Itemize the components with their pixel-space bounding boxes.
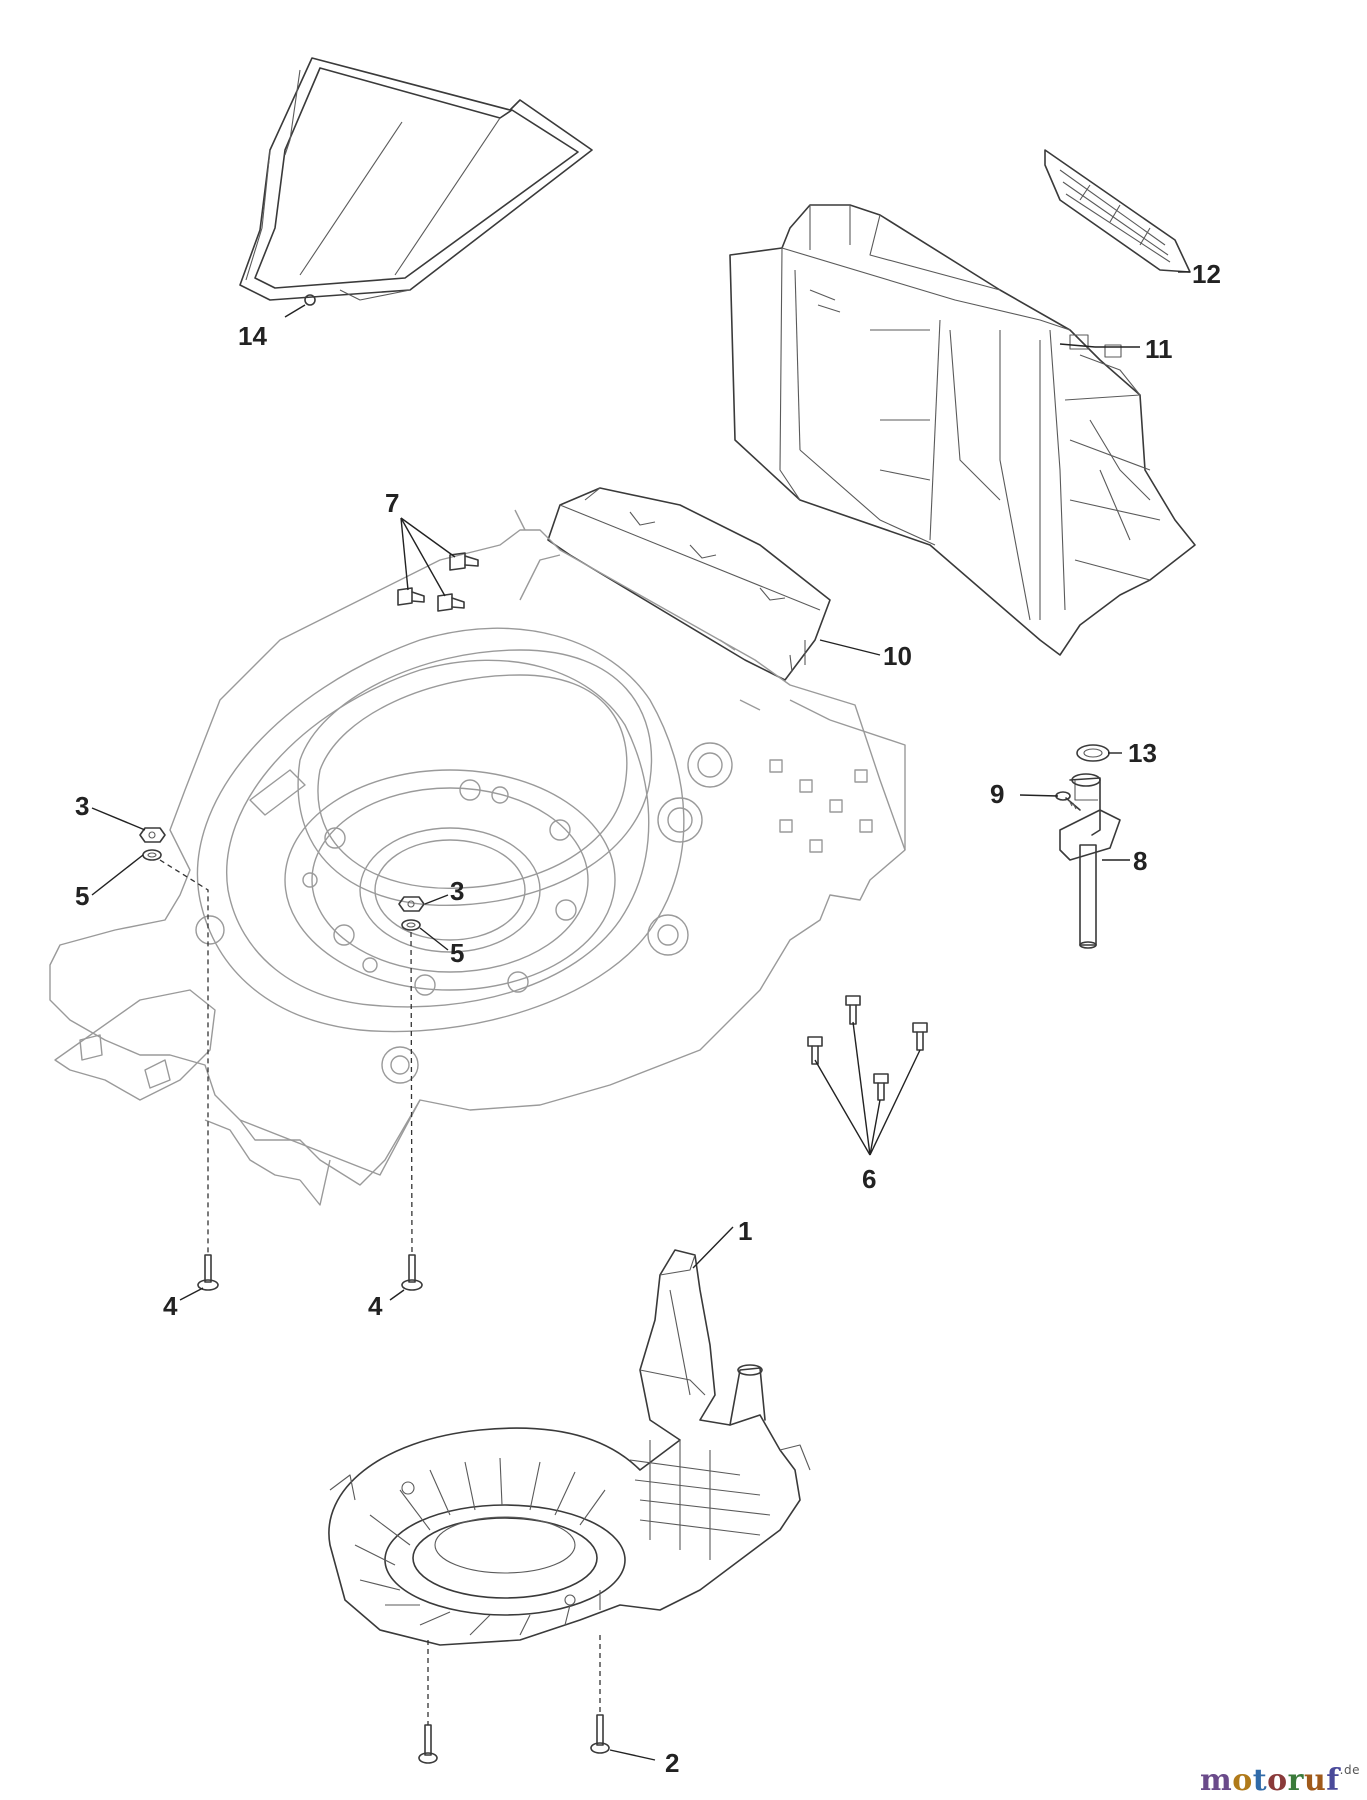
part-14-catcher-frame bbox=[239, 57, 593, 306]
part-5-washer-center bbox=[401, 919, 421, 931]
part-11-bag-frame bbox=[729, 204, 1196, 656]
callout-5-center: 5 bbox=[450, 938, 464, 968]
part-12-grille bbox=[1044, 149, 1191, 273]
callout-3-left: 3 bbox=[75, 791, 89, 821]
callout-14: 14 bbox=[238, 321, 267, 351]
leader-lines bbox=[91, 271, 1190, 1761]
callout-labels: 14 12 11 7 10 13 9 8 3 5 3 5 6 1 4 4 2 bbox=[75, 259, 1221, 1778]
callout-4-center: 4 bbox=[368, 1291, 383, 1321]
part-4-bolt-left bbox=[197, 1254, 219, 1291]
part-3-nut-center bbox=[398, 896, 425, 912]
callout-5-left: 5 bbox=[75, 881, 89, 911]
part-13-washer bbox=[1076, 744, 1110, 762]
callout-8: 8 bbox=[1133, 846, 1147, 876]
logo-suffix: .de bbox=[1339, 1763, 1360, 1777]
callout-13: 13 bbox=[1128, 738, 1157, 768]
part-10-deflector bbox=[547, 487, 831, 681]
callout-6: 6 bbox=[862, 1164, 876, 1194]
part-2-bolt-left bbox=[418, 1724, 438, 1764]
callout-4-left: 4 bbox=[163, 1291, 178, 1321]
mower-deck bbox=[49, 509, 906, 1206]
part-6-screws bbox=[807, 995, 928, 1101]
callout-7: 7 bbox=[385, 488, 399, 518]
part-8-axle-lever bbox=[1059, 773, 1121, 949]
callout-3-center: 3 bbox=[450, 876, 464, 906]
callout-11: 11 bbox=[1145, 334, 1173, 364]
callout-9: 9 bbox=[990, 779, 1004, 809]
part-4-bolt-center bbox=[401, 1254, 423, 1291]
callout-10: 10 bbox=[883, 641, 912, 671]
part-5-washer-left bbox=[142, 849, 162, 861]
motoruf-logo: motoruf.de bbox=[1200, 1763, 1360, 1798]
assembly-lines bbox=[159, 859, 601, 1725]
part-9-screw bbox=[1055, 791, 1081, 811]
callout-12: 12 bbox=[1192, 259, 1221, 289]
callout-2: 2 bbox=[665, 1748, 679, 1778]
callout-1: 1 bbox=[738, 1216, 752, 1246]
part-1-deflector-housing bbox=[328, 1249, 811, 1646]
part-3-nut-left bbox=[139, 827, 166, 843]
part-2-bolt-right bbox=[590, 1714, 610, 1754]
